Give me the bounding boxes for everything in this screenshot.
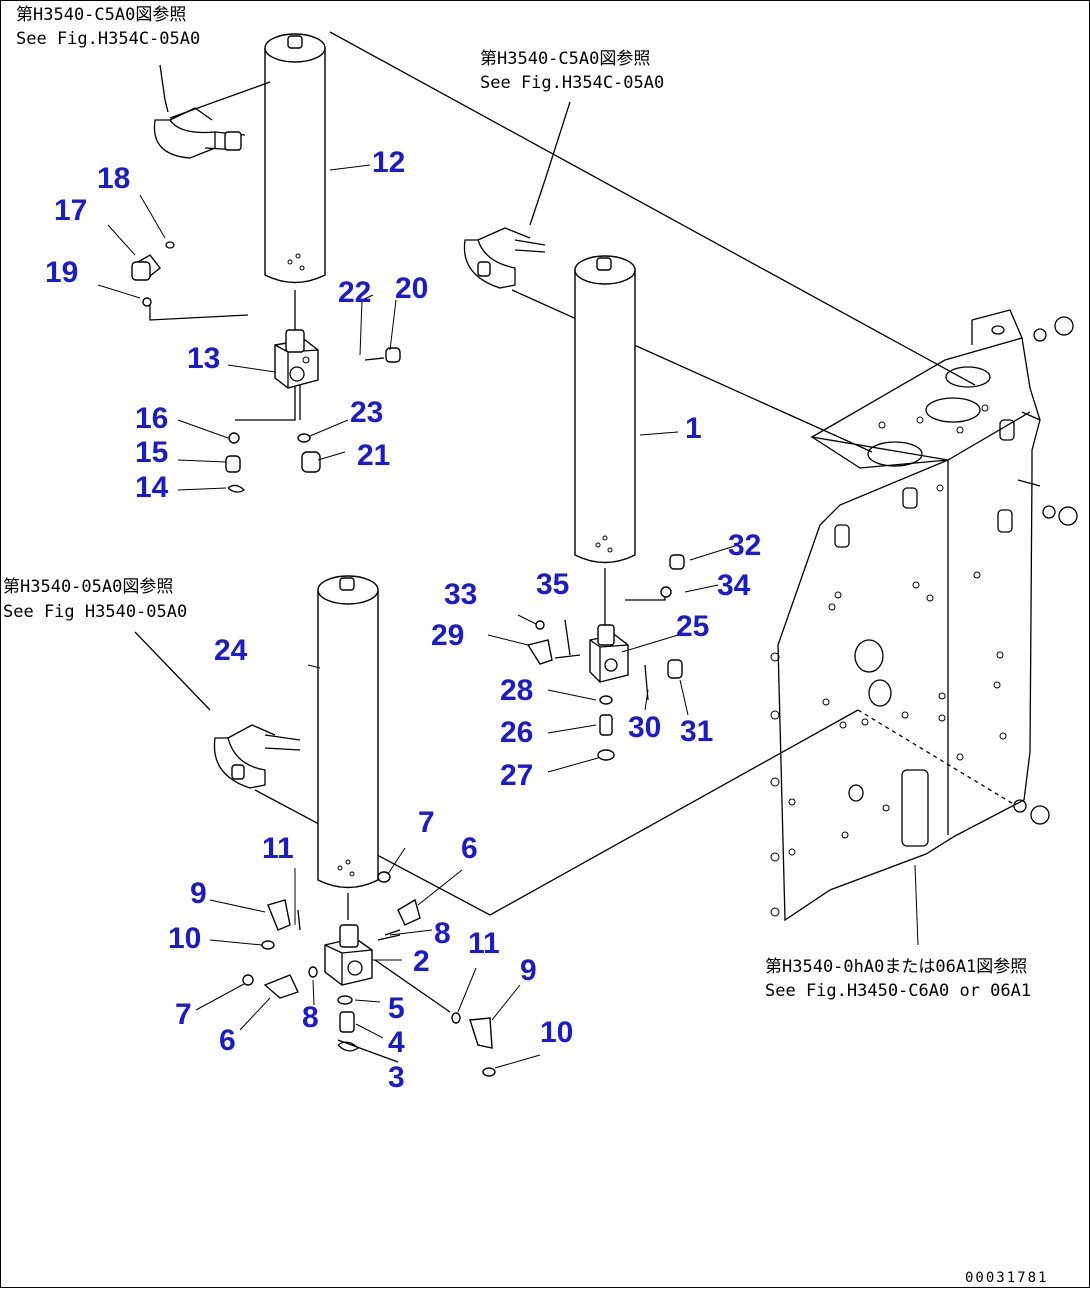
ref-top-mid-jp: 第H3540-C5A0図参照 bbox=[480, 49, 650, 69]
callout-1: 1 bbox=[685, 412, 702, 445]
clamp-top-left bbox=[153, 64, 271, 159]
canister-1 bbox=[574, 255, 636, 625]
callout-22: 22 bbox=[338, 276, 371, 309]
callout-3: 3 bbox=[388, 1061, 405, 1094]
callout-33: 33 bbox=[444, 578, 477, 611]
callout-28: 28 bbox=[500, 674, 533, 707]
callout-11b: 11 bbox=[468, 927, 500, 960]
callout-24: 24 bbox=[214, 634, 248, 667]
callout-31: 31 bbox=[680, 715, 713, 748]
callout-21: 21 bbox=[357, 439, 390, 472]
fittings-top-left bbox=[131, 241, 401, 493]
ref-bottom-right-jp: 第H3540-0hA0または06A1図参照 bbox=[765, 957, 1027, 977]
callout-19: 19 bbox=[45, 256, 78, 289]
canister-24 bbox=[317, 575, 379, 920]
callout-29: 29 bbox=[431, 619, 464, 652]
callout-30: 30 bbox=[628, 711, 661, 744]
callout-26: 26 bbox=[500, 716, 533, 749]
callout-6b: 6 bbox=[219, 1024, 236, 1057]
clamp-center bbox=[463, 101, 571, 289]
callout-23: 23 bbox=[350, 396, 383, 429]
callout-12: 12 bbox=[372, 146, 405, 179]
callout-9a: 9 bbox=[190, 877, 207, 910]
callout-16: 16 bbox=[135, 402, 168, 435]
reference-notes: 第H3540-C5A0図参照 See Fig.H354C-05A0 第H3540… bbox=[3, 5, 1031, 1001]
callout-18: 18 bbox=[97, 162, 130, 195]
callout-8a: 8 bbox=[434, 917, 451, 950]
valve-block-2 bbox=[242, 871, 496, 1077]
callout-11a: 11 bbox=[262, 832, 294, 865]
callout-9b: 9 bbox=[520, 954, 537, 987]
valve-block-25 bbox=[526, 554, 685, 761]
callout-numbers: 1 12 18 17 19 22 20 13 16 23 15 21 14 32… bbox=[45, 146, 761, 1094]
ref-mid-left-en: See Fig H3540-05A0 bbox=[3, 602, 187, 622]
callout-7b: 7 bbox=[175, 998, 192, 1031]
callout-6a: 6 bbox=[461, 832, 478, 865]
callout-17: 17 bbox=[54, 194, 87, 227]
clamp-bottom-left bbox=[134, 631, 301, 789]
callout-25: 25 bbox=[676, 610, 709, 643]
callout-8b: 8 bbox=[302, 1001, 319, 1034]
callout-7a: 7 bbox=[418, 806, 435, 839]
callout-10a: 10 bbox=[168, 922, 201, 955]
callout-27: 27 bbox=[500, 759, 533, 792]
callout-4: 4 bbox=[388, 1026, 405, 1059]
callout-13: 13 bbox=[187, 342, 220, 375]
ref-top-left-en: See Fig.H354C-05A0 bbox=[16, 29, 200, 49]
callout-10b: 10 bbox=[540, 1016, 573, 1049]
mounting-frame bbox=[770, 309, 1078, 922]
callout-15: 15 bbox=[135, 436, 168, 469]
canister-12 bbox=[264, 33, 326, 330]
drawing-code: 00031781 bbox=[965, 1270, 1048, 1286]
callout-14: 14 bbox=[135, 471, 169, 504]
callout-20: 20 bbox=[395, 272, 428, 305]
callout-34: 34 bbox=[717, 569, 751, 602]
ref-top-left-jp: 第H3540-C5A0図参照 bbox=[16, 5, 186, 25]
callout-leaders bbox=[97, 164, 919, 1069]
ref-mid-left-jp: 第H3540-05A0図参照 bbox=[3, 577, 173, 597]
callout-2: 2 bbox=[413, 945, 430, 978]
ref-top-mid-en: See Fig.H354C-05A0 bbox=[480, 73, 664, 93]
callout-5: 5 bbox=[388, 992, 405, 1025]
callout-32: 32 bbox=[728, 529, 761, 562]
ref-bottom-right-en: See Fig.H3450-C6A0 or 06A1 bbox=[765, 981, 1031, 1001]
callout-35: 35 bbox=[536, 568, 569, 601]
valve-block-13 bbox=[274, 329, 319, 389]
